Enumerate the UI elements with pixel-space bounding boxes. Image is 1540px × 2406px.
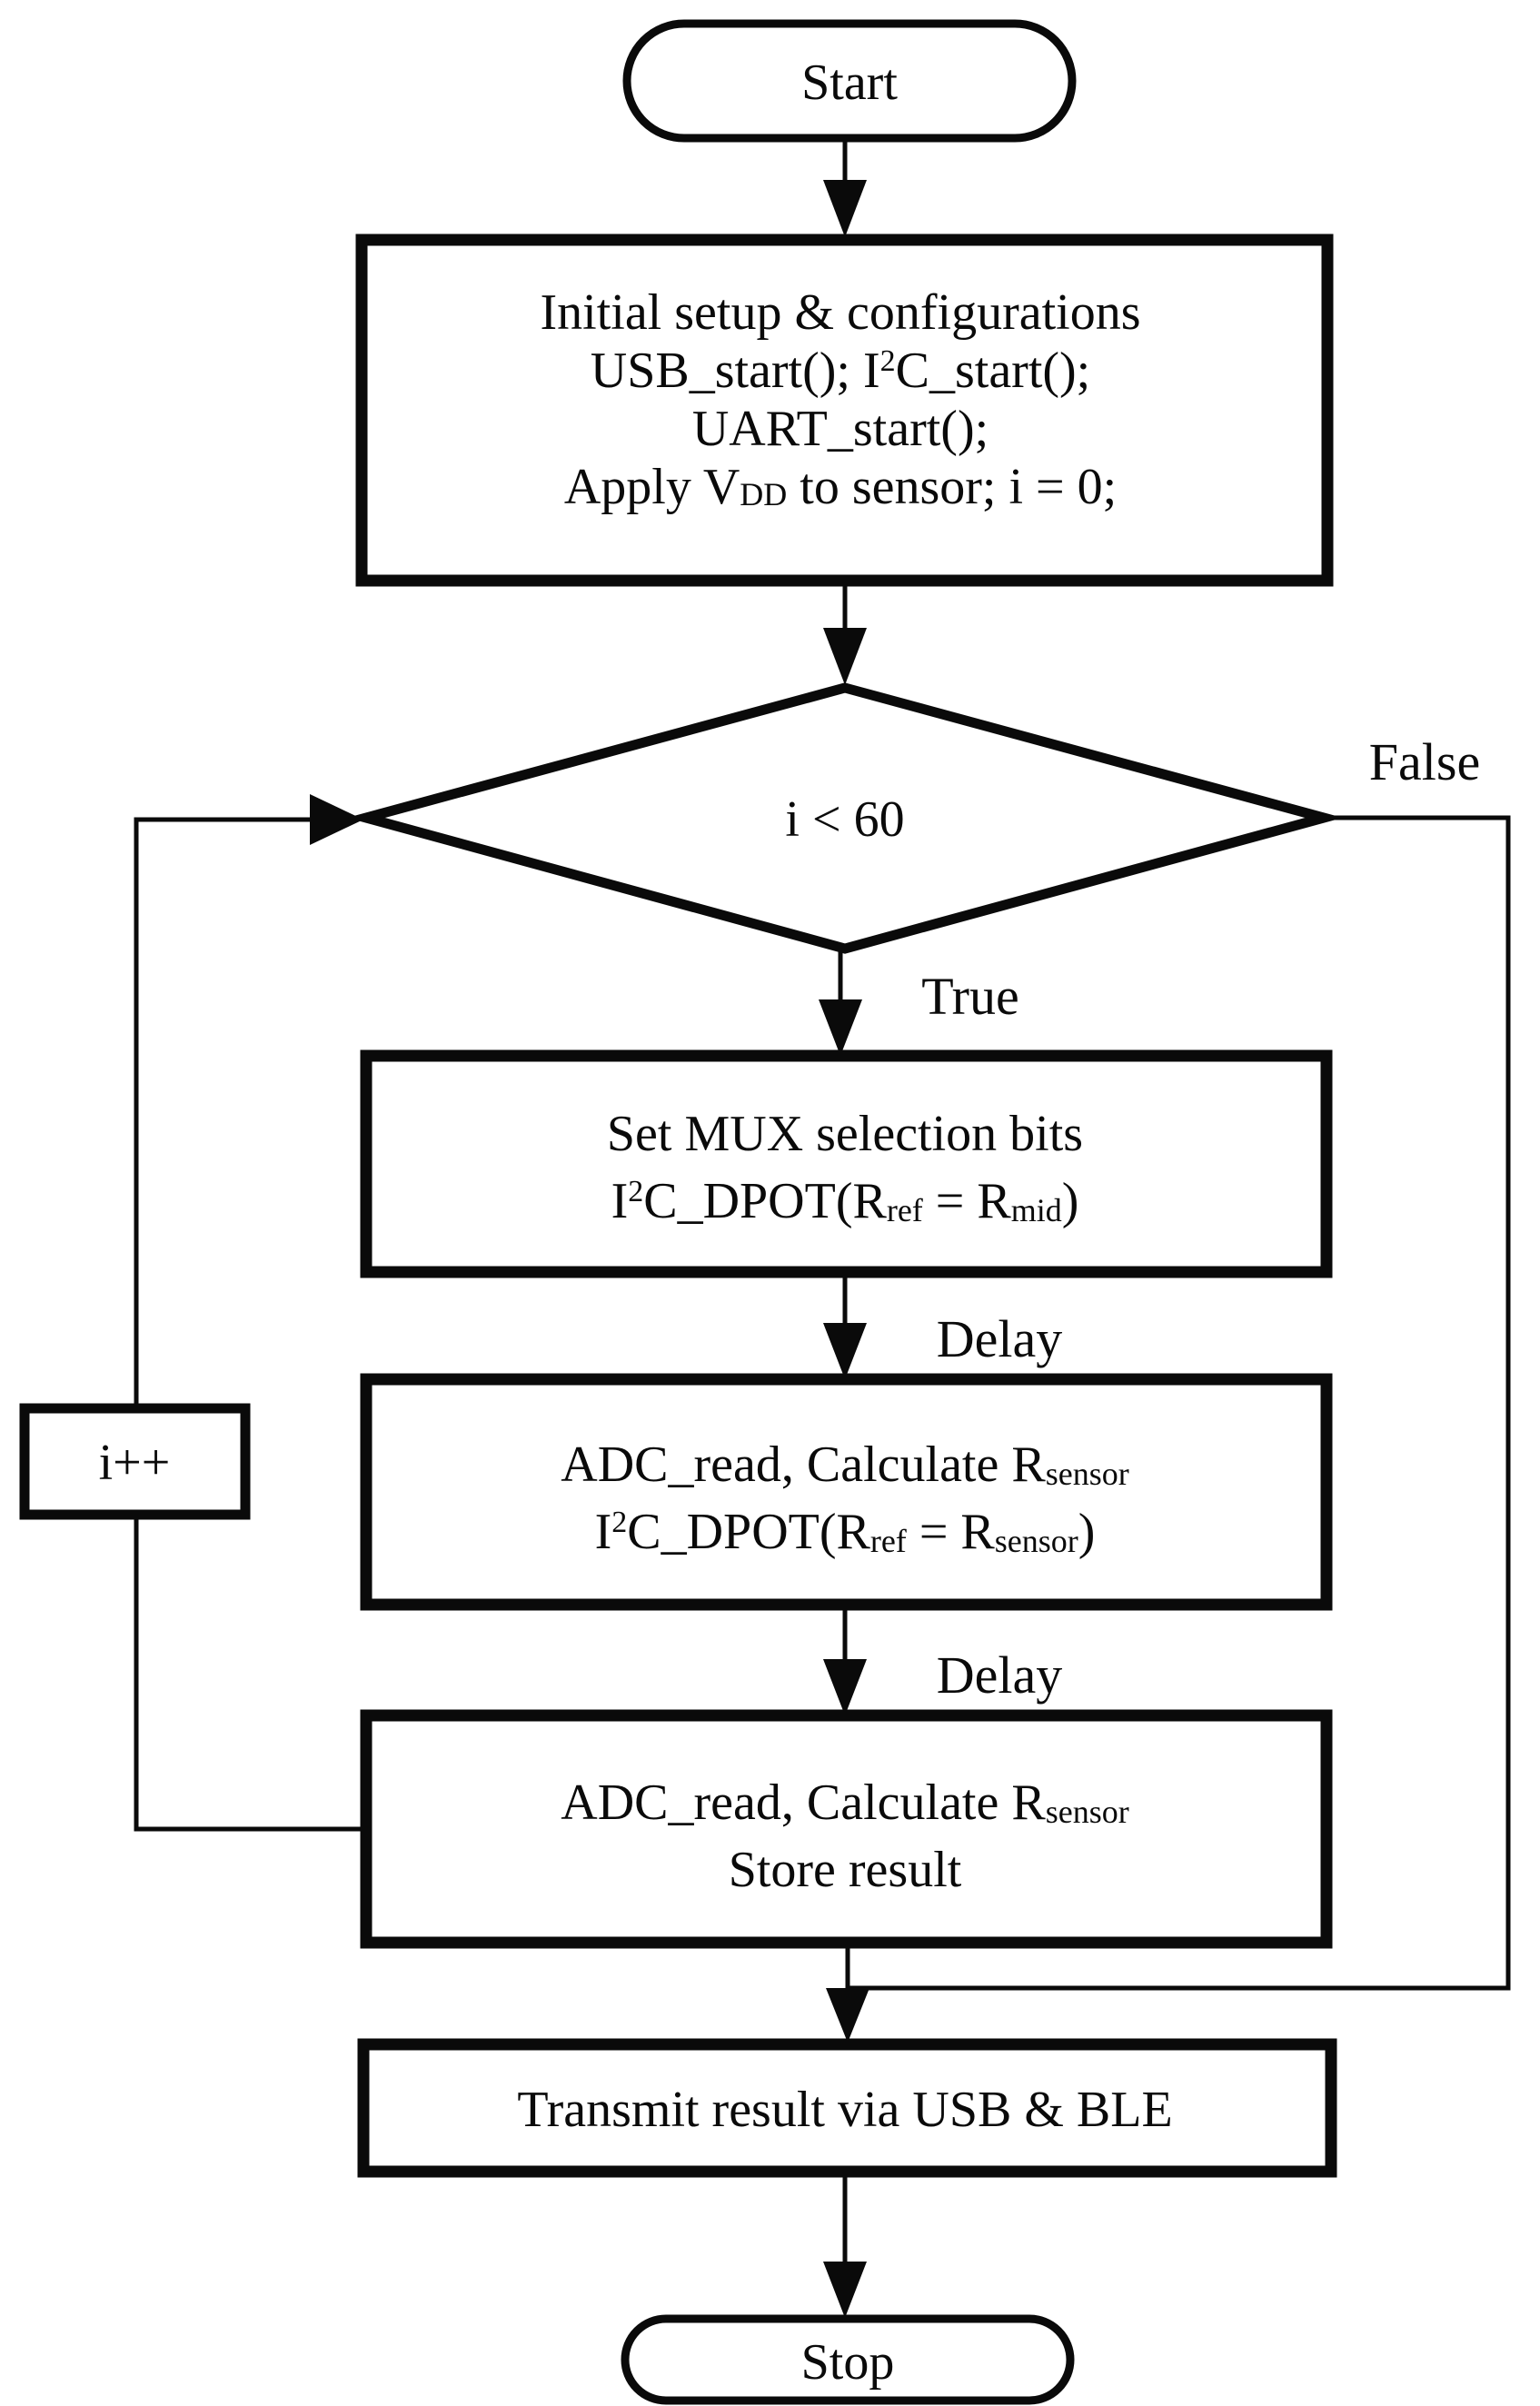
false-path bbox=[848, 815, 1511, 1991]
arrowhead-down-icon bbox=[826, 1988, 869, 2043]
decision-to-mux-arrow bbox=[819, 949, 862, 1056]
adc1-line1: ADC_read, Calculate Rsensor bbox=[561, 1437, 1128, 1493]
true-label: True bbox=[921, 967, 1018, 1026]
transmit-to-stop-arrow bbox=[823, 2172, 867, 2318]
arrowhead-down-icon bbox=[819, 999, 862, 1056]
mux-to-adc1-arrow bbox=[823, 1272, 867, 1379]
arrowhead-down-icon bbox=[823, 1323, 867, 1379]
mux-process-node: Set MUX selection bits I2C_DPOT(Rref = R… bbox=[360, 1049, 1333, 1278]
adc1-line2: I2C_DPOT(Rref = Rsensor) bbox=[595, 1504, 1096, 1560]
stop-node-label: Stop bbox=[801, 2334, 895, 2391]
init-line4: Apply VDD to sensor; i = 0; bbox=[564, 459, 1117, 515]
increment-label: i++ bbox=[99, 1435, 171, 1491]
adc1-to-adc2-arrow bbox=[823, 1605, 867, 1715]
transmit-label: Transmit result via USB & BLE bbox=[517, 2082, 1172, 2138]
false-label: False bbox=[1369, 732, 1480, 791]
init-line1: Initial setup & configurations bbox=[541, 284, 1141, 341]
start-node-label: Start bbox=[801, 55, 898, 111]
delay-label-1: Delay bbox=[937, 1309, 1063, 1368]
merge-to-transmit-arrow bbox=[826, 1944, 869, 2043]
arrowhead-down-icon bbox=[823, 180, 867, 237]
adc1-process-node: ADC_read, Calculate Rsensor I2C_DPOT(Rre… bbox=[360, 1373, 1333, 1611]
adc2-line1: ADC_read, Calculate Rsensor bbox=[561, 1775, 1128, 1831]
arrowhead-down-icon bbox=[823, 628, 867, 685]
init-process-node: Initial setup & configurations USB_start… bbox=[355, 234, 1334, 587]
init-line2: USB_start(); I2C_start(); bbox=[591, 343, 1090, 399]
transmit-process-node: Transmit result via USB & BLE bbox=[357, 2038, 1337, 2178]
mux-line2: I2C_DPOT(Rref = Rmid) bbox=[611, 1173, 1079, 1229]
increment-node: i++ bbox=[19, 1403, 251, 1520]
start-node: Start bbox=[622, 19, 1077, 143]
decision-node: i < 60 bbox=[347, 682, 1343, 954]
adc2-process-node: ADC_read, Calculate Rsensor Store result bbox=[360, 1709, 1333, 1949]
decision-label: i < 60 bbox=[785, 791, 904, 848]
mux-line1: Set MUX selection bits bbox=[607, 1106, 1083, 1162]
init-to-decision-arrow bbox=[823, 582, 867, 685]
init-line3: UART_start(); bbox=[692, 401, 989, 457]
arrowhead-down-icon bbox=[823, 1659, 867, 1715]
arrowhead-down-icon bbox=[823, 2262, 867, 2318]
loop-path bbox=[134, 794, 363, 1832]
arrowhead-right-icon bbox=[310, 794, 363, 845]
start-to-init-arrow bbox=[823, 136, 867, 237]
delay-label-2: Delay bbox=[937, 1645, 1063, 1705]
adc2-line2: Store result bbox=[729, 1842, 962, 1898]
stop-node: Stop bbox=[621, 2314, 1075, 2405]
